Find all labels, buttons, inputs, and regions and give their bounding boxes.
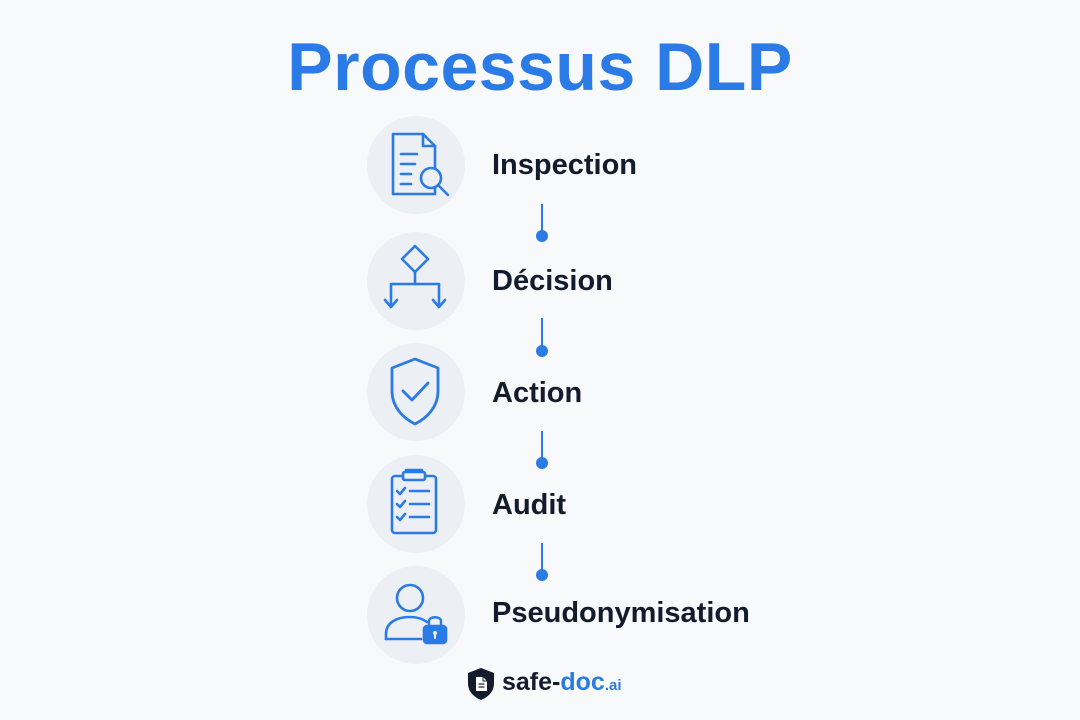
inspection-step-icon-circle (367, 116, 465, 214)
shield-check-icon (390, 357, 440, 426)
page-title: Processus DLP (287, 29, 793, 105)
clipboard-checklist-icon (390, 468, 438, 535)
shield-document-icon (468, 668, 494, 700)
document-search-icon (391, 132, 450, 197)
brand-name-suffix: .ai (604, 677, 622, 694)
decision-step-icon-circle (367, 232, 465, 330)
brand-name-main: safe- (502, 668, 561, 696)
action-step-icon-circle (367, 343, 465, 441)
flow-connector-line (541, 318, 543, 348)
brand-logo: safe-doc.ai (466, 666, 622, 702)
flow-connector-dot (536, 345, 548, 357)
step-label-inspection: Inspection (492, 149, 638, 181)
flow-connector-dot (536, 569, 548, 581)
step-label-pseudonymisation: Pseudonymisation (492, 597, 750, 629)
audit-step-icon-circle (367, 455, 465, 553)
flow-connector-dot (536, 230, 548, 242)
brand-name-accent: doc (560, 668, 605, 696)
flow-connector-line (541, 204, 543, 234)
step-label-audit: Audit (492, 489, 567, 521)
user-lock-icon (384, 583, 448, 645)
decision-flow-icon (383, 244, 447, 309)
flow-connector-line (541, 543, 543, 573)
step-label-action: Action (492, 377, 583, 409)
flow-connector-line (541, 431, 543, 461)
step-label-decision: Décision (492, 265, 613, 297)
pseudonymisation-step-icon-circle (367, 566, 465, 664)
flow-connector-dot (536, 457, 548, 469)
brand-name: safe-doc.ai (502, 665, 622, 703)
